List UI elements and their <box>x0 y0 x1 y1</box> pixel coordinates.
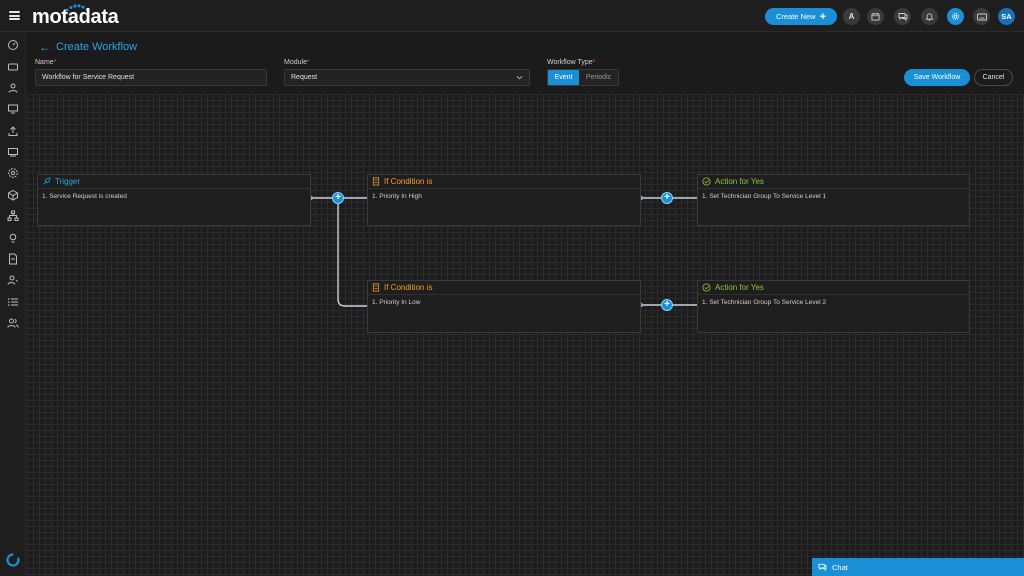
chevron-down-icon <box>516 75 523 80</box>
trigger-line: 1. Service Request is created <box>42 193 127 200</box>
chat-icon[interactable] <box>894 8 911 25</box>
action-title-1: Action for Yes <box>715 177 764 186</box>
workflow-type-label: Workflow Type* <box>547 59 596 66</box>
add-action-button-2[interactable]: + <box>661 299 673 311</box>
trigger-title: Trigger <box>55 177 81 186</box>
monitor-icon[interactable] <box>7 103 19 115</box>
workflow-type-toggle: Event Periodic <box>547 69 619 86</box>
menu-icon[interactable] <box>9 11 20 20</box>
list-icon[interactable] <box>7 296 19 308</box>
module-select[interactable]: Request <box>284 69 530 86</box>
add-condition-button[interactable]: + <box>332 192 344 204</box>
apps-letter: A <box>848 12 855 21</box>
bell-icon[interactable] <box>921 8 938 25</box>
user-tag-icon[interactable] <box>7 274 19 286</box>
module-value: Request <box>291 74 318 81</box>
back-arrow-icon: ← <box>39 40 51 54</box>
keyboard-icon[interactable] <box>973 8 990 25</box>
condition-title-2: If Condition is <box>384 283 433 292</box>
action-line-2: 1. Set Technician Group To Service Level… <box>702 299 827 306</box>
chat-label: Chat <box>832 562 848 572</box>
calendar-icon[interactable] <box>867 8 884 25</box>
motadata-logo-icon[interactable] <box>6 553 20 567</box>
condition-line-1: 1. Priority In High <box>372 193 422 200</box>
package-icon[interactable] <box>7 189 19 201</box>
condition-node-2[interactable]: If Condition is 1. Priority In Low <box>367 280 641 333</box>
user-icon[interactable] <box>7 82 19 94</box>
name-label: Name* <box>35 59 57 66</box>
trigger-node[interactable]: Trigger 1. Service Request is created <box>37 174 311 226</box>
dashboard-icon[interactable] <box>7 39 19 51</box>
app-logo[interactable]: motadata <box>32 6 119 28</box>
action-check-icon <box>702 283 711 292</box>
condition-title-1: If Condition is <box>384 177 433 186</box>
add-action-button-1[interactable]: + <box>661 192 673 204</box>
condition-icon <box>372 177 380 186</box>
bulb-icon[interactable] <box>7 232 19 244</box>
action-node-2[interactable]: Action for Yes 1. Set Technician Group T… <box>697 280 970 333</box>
create-new-label: Create New <box>775 12 816 21</box>
create-new-button[interactable]: Create New + <box>765 8 837 25</box>
chat-bubble-icon <box>818 563 827 571</box>
plus-icon: + <box>819 10 827 23</box>
users-icon[interactable] <box>7 317 19 329</box>
top-bar: motadata Create New + A SA <box>0 0 1024 32</box>
rocket-icon <box>43 177 51 185</box>
condition-node-1[interactable]: If Condition is 1. Priority In High <box>367 174 641 226</box>
back-link[interactable]: ← Create Workflow <box>39 40 137 54</box>
gear-icon[interactable] <box>947 8 964 25</box>
apps-button[interactable]: A <box>843 8 860 25</box>
hierarchy-icon[interactable] <box>7 210 19 222</box>
action-title-2: Action for Yes <box>715 283 764 292</box>
document-icon[interactable] <box>7 253 19 265</box>
user-avatar[interactable]: SA <box>998 8 1015 25</box>
action-line-1: 1. Set Technician Group To Service Level… <box>702 193 827 200</box>
desktop-icon[interactable] <box>7 146 19 158</box>
ticket-icon[interactable] <box>7 61 19 73</box>
page-title: Create Workflow <box>56 41 138 53</box>
workflow-form-header: ← Create Workflow Name* Workflow for Ser… <box>27 32 1024 94</box>
sidebar <box>0 32 26 576</box>
name-input[interactable]: Workflow for Service Request <box>35 69 267 86</box>
cancel-button[interactable]: Cancel <box>974 69 1013 86</box>
upload-icon[interactable] <box>7 125 19 137</box>
settings-cog-icon[interactable] <box>7 167 19 179</box>
action-node-1[interactable]: Action for Yes 1. Set Technician Group T… <box>697 174 970 226</box>
type-option-periodic[interactable]: Periodic <box>579 70 618 85</box>
user-initials: SA <box>1001 12 1012 21</box>
logo-dots-icon <box>65 4 89 12</box>
module-label: Module* <box>284 59 310 66</box>
action-check-icon <box>702 177 711 186</box>
chat-widget-button[interactable]: Chat <box>812 558 1024 576</box>
type-option-event[interactable]: Event <box>548 70 579 85</box>
save-workflow-button[interactable]: Save Workflow <box>904 69 970 86</box>
condition-line-2: 1. Priority In Low <box>372 299 421 306</box>
condition-icon <box>372 283 380 292</box>
workflow-canvas[interactable] <box>27 94 1024 576</box>
